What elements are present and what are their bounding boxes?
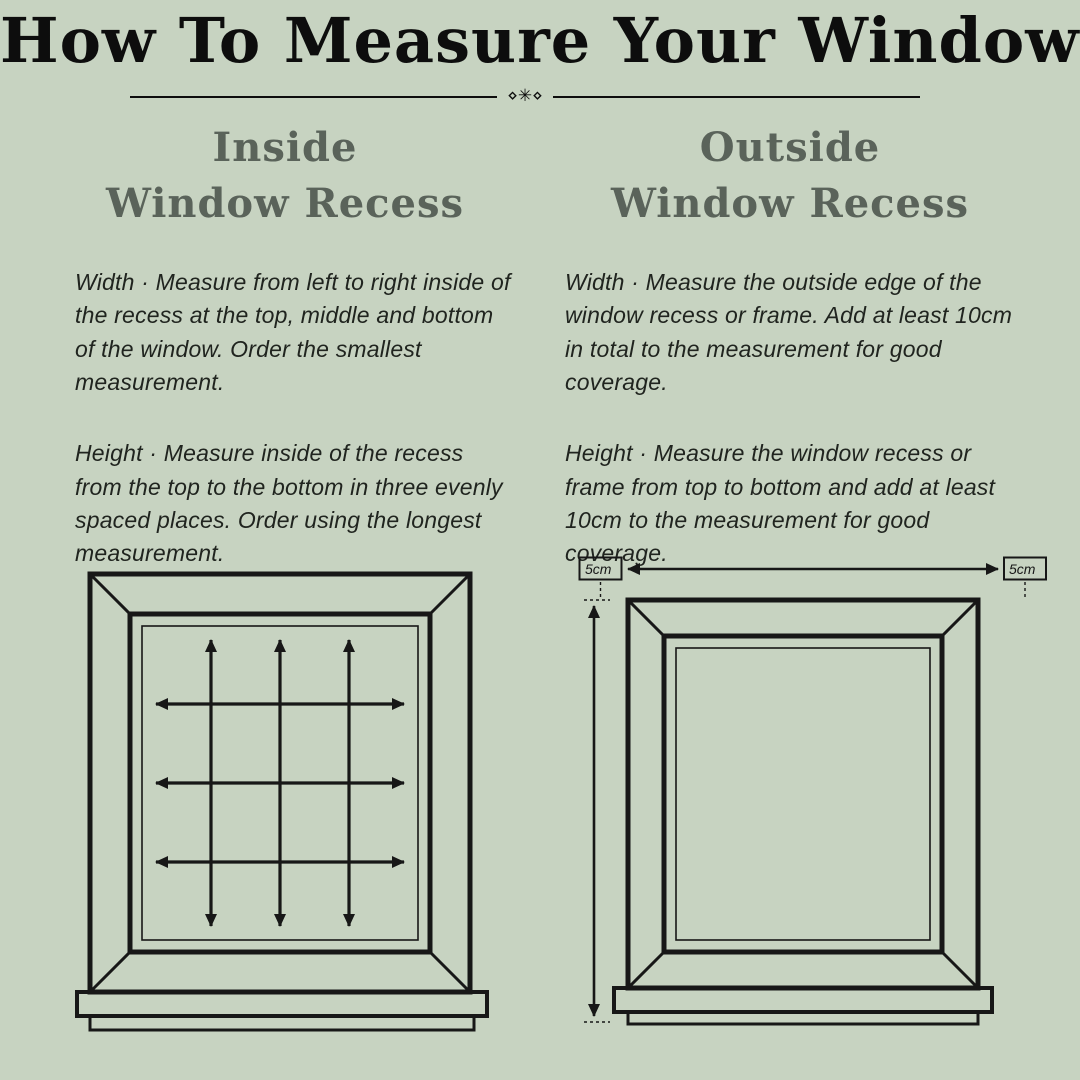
page-title: How To Measure Your Windows	[0, 4, 1080, 77]
divider-line-left	[130, 95, 498, 98]
margin-label-left: 5cm	[578, 556, 623, 600]
margin-label-left-text: 5cm	[585, 561, 612, 577]
window-sill	[75, 990, 489, 1032]
divider-line-right	[552, 95, 920, 98]
height-measurement-arrow	[584, 599, 610, 1023]
outside-width-instructions: Width · Measure the outside edge of the …	[565, 269, 1013, 396]
inside-window-diagram	[75, 571, 489, 1032]
outside-heading-line2: Window Recess	[610, 180, 970, 227]
outside-heading-line1: Outside	[699, 124, 881, 171]
inside-heading-line2: Window Recess	[105, 180, 465, 227]
outside-height-instructions: Height · Measure the window recess or fr…	[565, 440, 996, 567]
divider: ⋄✳⋄	[130, 88, 920, 105]
inside-width-instructions: Width · Measure from left to right insid…	[75, 269, 511, 396]
window-sill	[612, 986, 994, 1026]
inside-height-instructions: Height · Measure inside of the recess fr…	[75, 440, 503, 567]
outside-window-diagram: 5cm 5cm	[578, 556, 1047, 1026]
margin-label-right-text: 5cm	[1009, 561, 1036, 577]
divider-ornament-icon: ⋄✳⋄	[507, 86, 543, 106]
inside-heading-line1: Inside	[212, 124, 358, 171]
inside-measurement-arrows	[155, 639, 405, 927]
window-frame	[625, 597, 981, 991]
margin-label-right: 5cm	[1003, 556, 1047, 600]
